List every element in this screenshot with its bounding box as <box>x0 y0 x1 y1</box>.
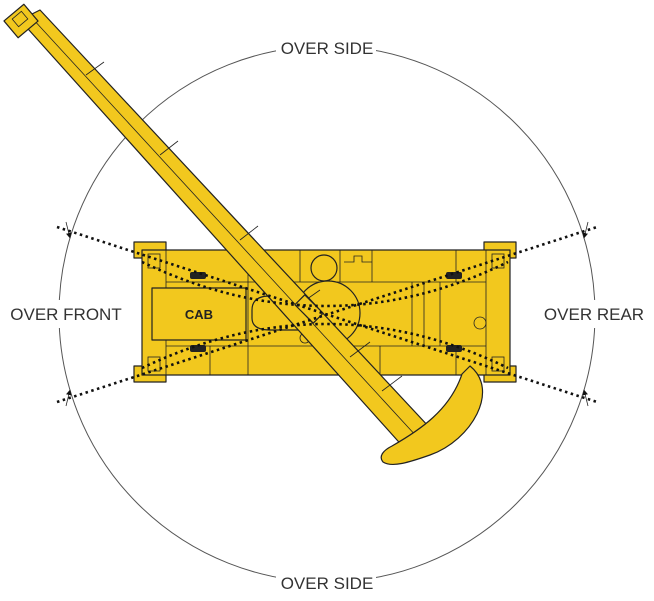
cab <box>151 287 247 341</box>
range-lines <box>56 225 598 404</box>
crane-carrier: CAB <box>133 241 517 383</box>
cab-label: CAB <box>185 307 213 322</box>
label-over-side-bottom: OVER SIDE <box>281 574 374 593</box>
label-over-side-top: OVER SIDE <box>281 39 374 58</box>
counterweight <box>380 365 483 466</box>
boom-head <box>3 3 39 39</box>
wheel <box>446 272 462 279</box>
wheel <box>446 345 462 352</box>
label-over-front: OVER FRONT <box>10 305 121 324</box>
wheel <box>190 272 206 279</box>
label-over-rear: OVER REAR <box>544 305 644 324</box>
range-arrows <box>65 221 589 407</box>
range-line <box>56 225 598 404</box>
fuel-tank <box>310 254 338 282</box>
